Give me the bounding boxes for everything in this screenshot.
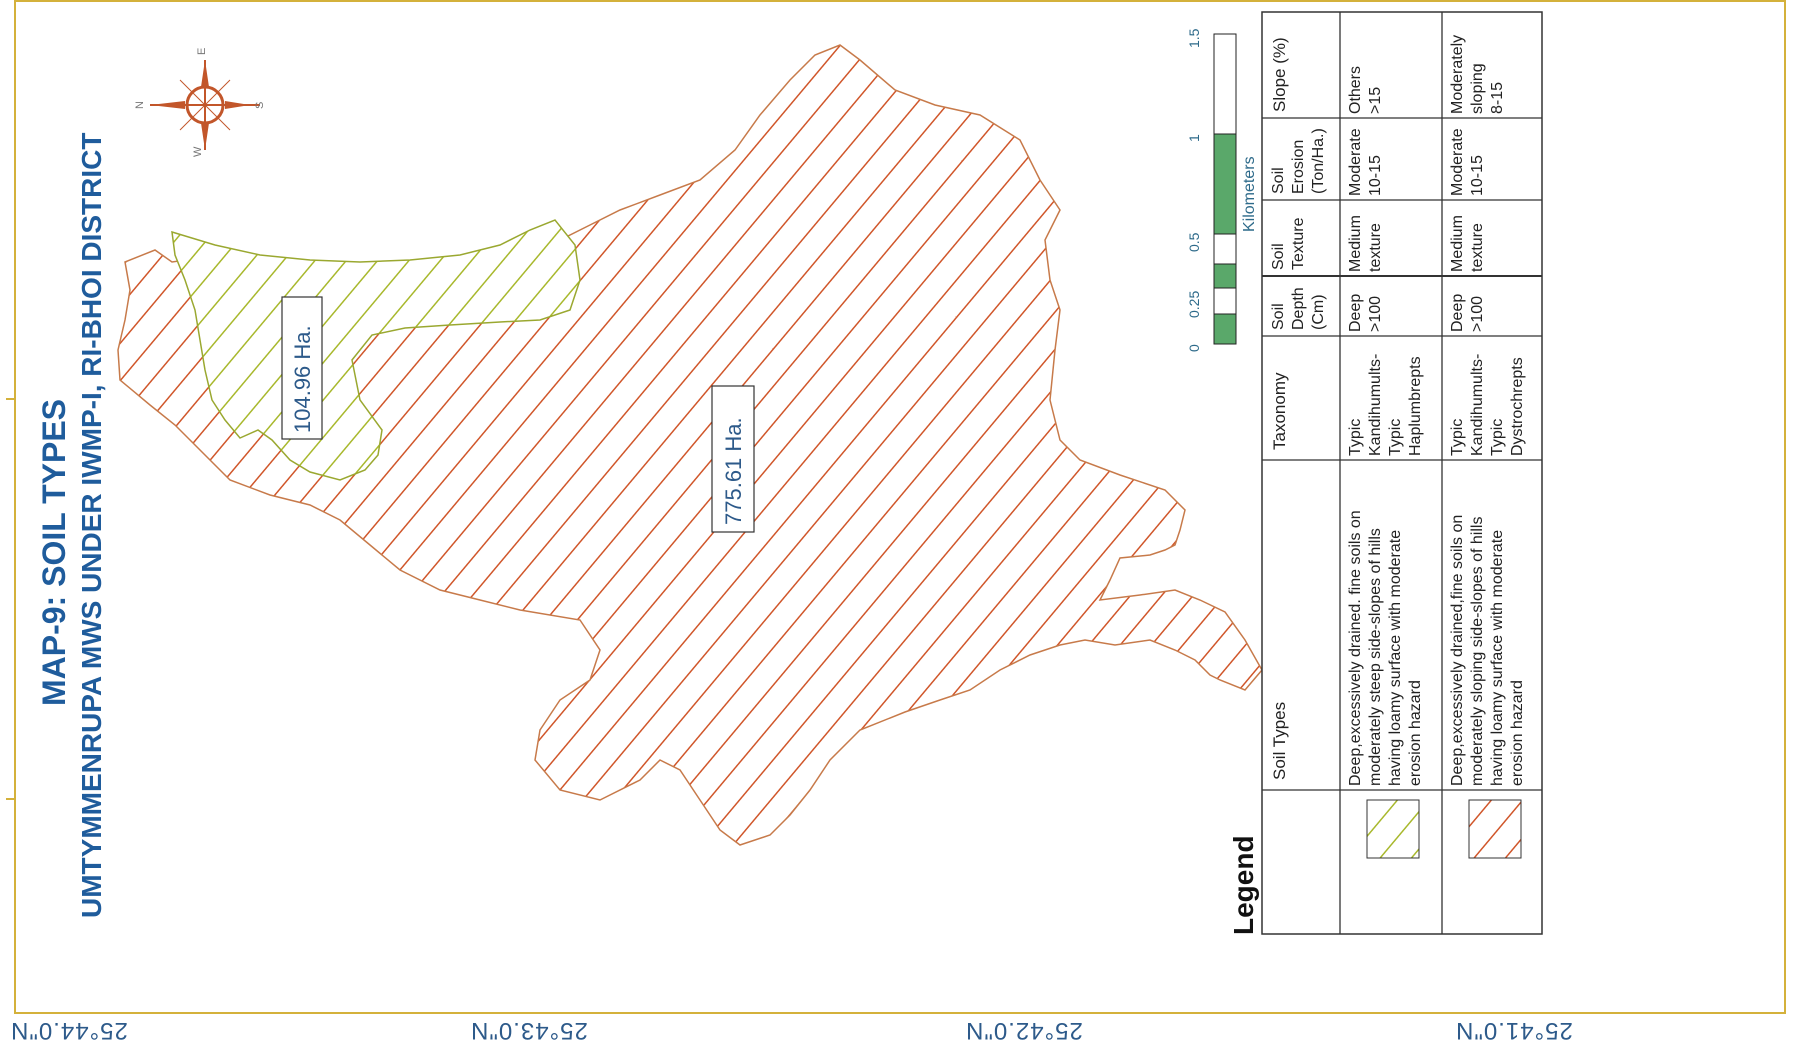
header-soil-erosion-3: (Ton/Ha.)	[1310, 128, 1327, 194]
scale-tick-1: 1	[1186, 134, 1202, 142]
area-label-2-text: 775.61 Ha.	[721, 417, 746, 525]
row2-slope-1: Moderately	[1449, 35, 1466, 114]
lat-label-43: 25°43.0"N	[470, 1017, 588, 1044]
row2-texture-2: texture	[1469, 223, 1486, 272]
scale-tick-0: 0	[1186, 344, 1202, 352]
row2-texture-1: Medium	[1449, 215, 1466, 272]
scale-bar: 0 0.25 0.5 1 1.5 Kilometers	[1186, 28, 1258, 352]
header-soil-types: Soil Types	[1270, 702, 1289, 780]
header-slope: Slope (%)	[1270, 37, 1289, 112]
row1-erosion-1: Moderate	[1347, 128, 1364, 196]
header-soil-texture-1: Soil	[1270, 243, 1287, 270]
legend-title: Legend	[1228, 835, 1259, 935]
row1-texture-1: Medium	[1347, 215, 1364, 272]
row1-tax-2: Kandihumults-	[1367, 354, 1384, 456]
legend: Legend Soil Types Taxonomy Soil Depth (C…	[1228, 11, 1543, 935]
header-soil-erosion-1: Soil	[1270, 167, 1287, 194]
row1-slope-2: >15	[1367, 87, 1384, 114]
header-soil-depth-2: Depth	[1290, 287, 1307, 330]
header-soil-depth-1: Soil	[1270, 303, 1287, 330]
row2-tax-1: Typic	[1449, 419, 1466, 456]
row1-texture-2: texture	[1367, 223, 1384, 272]
header-soil-depth-3: (Cm)	[1310, 294, 1327, 330]
compass-n-label: N	[134, 101, 146, 109]
header-taxonomy: Taxonomy	[1270, 372, 1289, 450]
row2-slope-2: sloping	[1469, 63, 1486, 114]
row1-slope-1: Others	[1347, 66, 1364, 114]
row2-desc-1: Deep,excessively drained,fine soils on	[1449, 515, 1466, 786]
scale-tick-025: 0.25	[1186, 291, 1202, 318]
lat-label-44: 25°44.0"N	[10, 1017, 128, 1044]
scale-tick-15: 1.5	[1186, 28, 1202, 48]
row2-depth-2: >100	[1469, 296, 1486, 332]
row2-tax-3: Typic	[1489, 419, 1506, 456]
row2-desc-4: erosion hazard	[1509, 680, 1526, 786]
legend-swatch-1	[1366, 799, 1420, 859]
row1-desc-1: Deep,excessively drained. fine soils on	[1347, 510, 1364, 786]
row2-erosion-1: Moderate	[1449, 128, 1466, 196]
row1-erosion-2: 10-15	[1367, 155, 1384, 196]
row1-depth-1: Deep	[1347, 294, 1364, 332]
frame-tick	[6, 798, 16, 800]
lat-label-41: 25°41.0"N	[1455, 1017, 1573, 1044]
scale-unit: Kilometers	[1241, 156, 1258, 232]
compass-rose: N E S W	[134, 48, 266, 157]
row2-slope-3: 8-15	[1489, 82, 1506, 114]
header-soil-texture-2: Texture	[1290, 217, 1307, 270]
area-label-1-text: 104.96 Ha.	[290, 325, 315, 433]
legend-swatch-2	[1468, 799, 1522, 859]
lat-label-42: 25°42.0"N	[965, 1017, 1083, 1044]
row1-tax-3: Typic	[1387, 419, 1404, 456]
row2-desc-3: having loamy surface with moderate	[1489, 530, 1506, 786]
compass-e-label: E	[196, 48, 208, 55]
compass-s-label: S	[254, 102, 266, 109]
frame-tick	[6, 398, 16, 400]
row2-tax-4: Dystrochrepts	[1509, 357, 1526, 456]
row1-desc-2: moderately steep side-slopes of hills	[1367, 528, 1384, 786]
row1-desc-4: erosion hazard	[1407, 680, 1424, 786]
row1-depth-2: >100	[1367, 296, 1384, 332]
row2-depth-1: Deep	[1449, 294, 1466, 332]
row1-tax-4: Haplumbrepts	[1407, 356, 1424, 456]
row2-erosion-2: 10-15	[1469, 155, 1486, 196]
scale-tick-05: 0.5	[1186, 232, 1202, 252]
row1-tax-1: Typic	[1347, 419, 1364, 456]
row2-desc-2: moderately sloping side-slopes of hills	[1469, 517, 1486, 786]
area-label-1: 104.96 Ha.	[281, 296, 323, 440]
soil-area-1-polygon	[171, 219, 581, 481]
area-label-2: 775.61 Ha.	[711, 385, 755, 533]
map-frame	[14, 0, 1786, 1014]
compass-w-label: W	[192, 146, 204, 157]
row1-desc-3: having loamy surface with moderate	[1387, 530, 1404, 786]
row2-tax-2: Kandihumults-	[1469, 354, 1486, 456]
header-soil-erosion-2: Erosion	[1290, 140, 1307, 194]
